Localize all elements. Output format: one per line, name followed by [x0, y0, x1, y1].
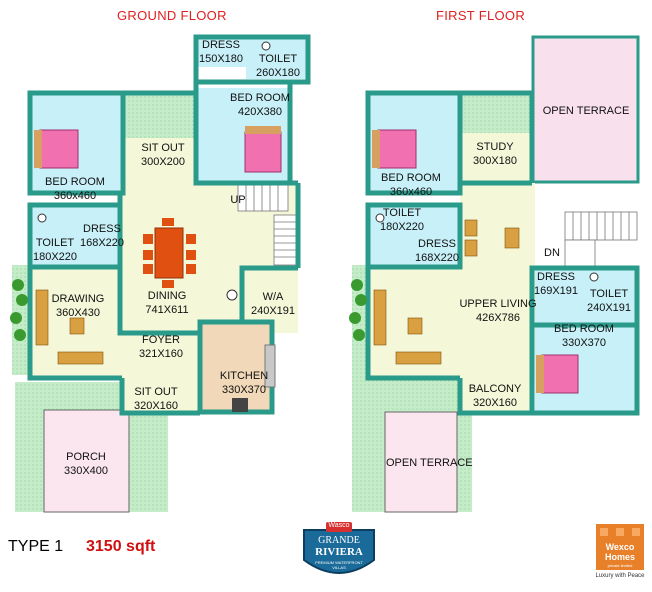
f-lawn-top — [460, 93, 532, 133]
f-staircase — [564, 211, 638, 269]
g-walls — [27, 34, 311, 416]
f-toilet1-icon — [375, 213, 385, 223]
g-bed1-headboard — [34, 130, 42, 168]
g-stove-icon — [232, 398, 248, 412]
f-study-furniture-icon — [464, 219, 520, 257]
g-bed2-icon — [244, 131, 282, 173]
g-wa-area — [242, 268, 298, 322]
first-floor-title: FIRST FLOOR — [436, 8, 526, 23]
logo-building-icon — [596, 524, 644, 570]
g-toilet1-icon — [261, 41, 271, 51]
f-bed1-icon — [377, 129, 417, 169]
f-table-icon — [407, 317, 423, 335]
g-table-icon — [69, 317, 85, 335]
g-plants-icon — [10, 279, 28, 341]
f-terrace2-area — [384, 411, 458, 513]
g-wa-basin-icon — [226, 289, 238, 301]
g-sitout2-area — [122, 378, 200, 413]
logo-right-line3: private limited — [607, 563, 633, 568]
logo-main1: GRANDE — [318, 535, 360, 546]
f-plants-icon — [349, 279, 367, 341]
f-dress-toilet-area — [532, 268, 637, 325]
g-porch-area — [43, 409, 130, 513]
f-walls — [365, 90, 640, 416]
area-label: 3150 sqft — [86, 538, 156, 555]
logo-top-text: Wasco — [328, 522, 350, 529]
logo-shield-icon — [303, 522, 375, 574]
g-up-label: UP — [230, 194, 246, 206]
grande-riviera-logo: Wasco GRANDE RIVIERA PREMIUM WATERFRONT … — [298, 520, 380, 586]
f-bed1-headboard — [372, 130, 380, 168]
ground-floor-plan — [10, 34, 311, 513]
g-sitout1-area — [123, 138, 198, 183]
logo-right-line2: Homes — [604, 552, 635, 562]
logo-right-tagline: Luxury with Peace — [595, 573, 645, 579]
g-lawn-top — [123, 93, 196, 138]
type-label: TYPE 1 — [8, 538, 64, 555]
f-bed2-icon — [541, 354, 579, 394]
g-lawn-left — [12, 265, 32, 375]
logo-sub: PREMIUM WATERFRONT VILLAS — [315, 560, 363, 570]
g-toilet1-area — [246, 37, 308, 79]
f-terrace1-label: OPEN TERRACE — [542, 105, 630, 117]
g-dining-table-icon — [143, 218, 196, 288]
g-dress1-area — [196, 37, 246, 67]
first-floor-plan — [349, 35, 640, 513]
g-toilet2-area — [30, 205, 80, 265]
ground-floor-title: GROUND FLOOR — [117, 8, 227, 23]
wexco-homes-logo: Wexco Homes private limited Luxury with … — [594, 520, 646, 586]
f-dn-label: DN — [544, 247, 560, 259]
g-sofa-icon — [35, 289, 104, 365]
g-dress2-area — [80, 205, 120, 265]
f-toilet2-icon — [589, 272, 599, 282]
logo-main2: RIVIERA — [315, 546, 363, 558]
f-living-area — [460, 183, 535, 378]
f-sofa-icon — [373, 289, 442, 365]
g-kitchen-area — [200, 322, 272, 412]
g-bed2-headboard — [245, 126, 281, 134]
f-bed2-headboard — [536, 355, 544, 393]
f-balcony-area — [460, 378, 532, 413]
logo-right-line1: Wexco — [605, 542, 635, 552]
g-toilet2-icon — [37, 213, 47, 223]
f-study-area — [460, 133, 532, 183]
g-bed1-icon — [39, 129, 79, 169]
g-foyer-area — [122, 333, 200, 378]
g-kitchen-counter — [264, 344, 276, 388]
f-terrace2-label: OPEN TERRACE — [386, 457, 473, 469]
